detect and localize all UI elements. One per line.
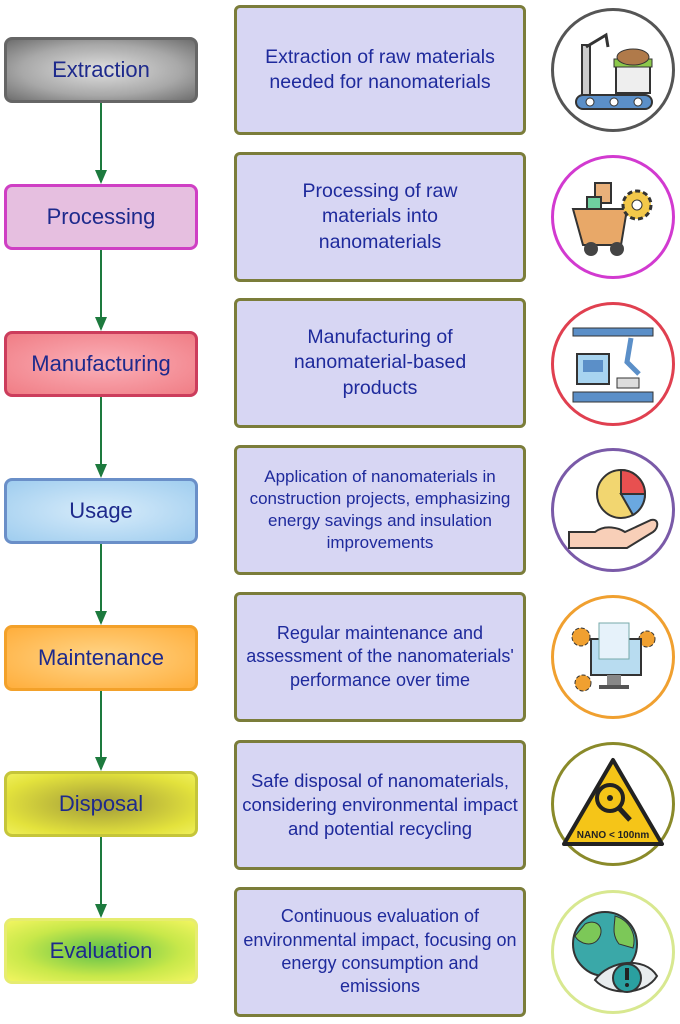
stage-maintenance: Maintenance: [4, 625, 198, 691]
flow-arrow: [95, 103, 107, 184]
flow-arrow: [95, 250, 107, 331]
conveyor-robot-arm-icon: [551, 8, 675, 132]
stage-label: Disposal: [58, 791, 144, 816]
stage-usage: Usage: [4, 478, 198, 544]
stage-label: Usage: [69, 498, 133, 523]
stage-label: Manufacturing: [31, 351, 171, 376]
description-processing: Processing of raw materials into nanomat…: [234, 152, 526, 282]
flow-arrow: [95, 544, 107, 625]
description-manufacturing: Manufacturing of nanomaterial-based prod…: [234, 298, 526, 428]
description-extraction: Extraction of raw materials needed for n…: [234, 5, 526, 135]
globe-eye-icon: [551, 890, 675, 1014]
description-text: Safe disposal of nanomaterials, consider…: [242, 769, 518, 840]
description-maintenance: Regular maintenance and assessment of th…: [234, 592, 526, 722]
stage-evaluation: Evaluation: [4, 918, 198, 984]
description-text: Continuous evaluation of environmental i…: [243, 906, 517, 997]
description-disposal: Safe disposal of nanomaterials, consider…: [234, 740, 526, 870]
stage-label: Extraction: [52, 57, 150, 82]
factory-assembly-icon: [551, 302, 675, 426]
stage-label: Maintenance: [38, 645, 164, 670]
nano-warning-sign-icon: NANO < 100nm: [551, 742, 675, 866]
flow-arrow: [95, 691, 107, 771]
stage-label: Evaluation: [49, 938, 153, 963]
stage-disposal: Disposal: [4, 771, 198, 837]
description-text: Manufacturing of nanomaterial-based prod…: [293, 325, 467, 399]
hand-pie-chart-icon: [551, 448, 675, 572]
mine-cart-gear-icon: [551, 155, 675, 279]
description-text: Processing of raw materials into nanomat…: [302, 179, 458, 253]
computer-gears-icon: [551, 595, 675, 719]
stage-extraction: Extraction: [4, 37, 198, 103]
description-usage: Application of nanomaterials in construc…: [234, 445, 526, 575]
description-evaluation: Continuous evaluation of environmental i…: [234, 887, 526, 1017]
flow-arrow: [95, 397, 107, 478]
flow-arrow: [95, 837, 107, 918]
description-text: Regular maintenance and assessment of th…: [246, 622, 514, 690]
stage-manufacturing: Manufacturing: [4, 331, 198, 397]
stage-processing: Processing: [4, 184, 198, 250]
nano-sign-text: NANO < 100nm: [577, 830, 650, 841]
description-text: Application of nanomaterials in construc…: [249, 466, 511, 553]
stage-label: Processing: [46, 204, 156, 229]
description-text: Extraction of raw materials needed for n…: [265, 45, 495, 93]
